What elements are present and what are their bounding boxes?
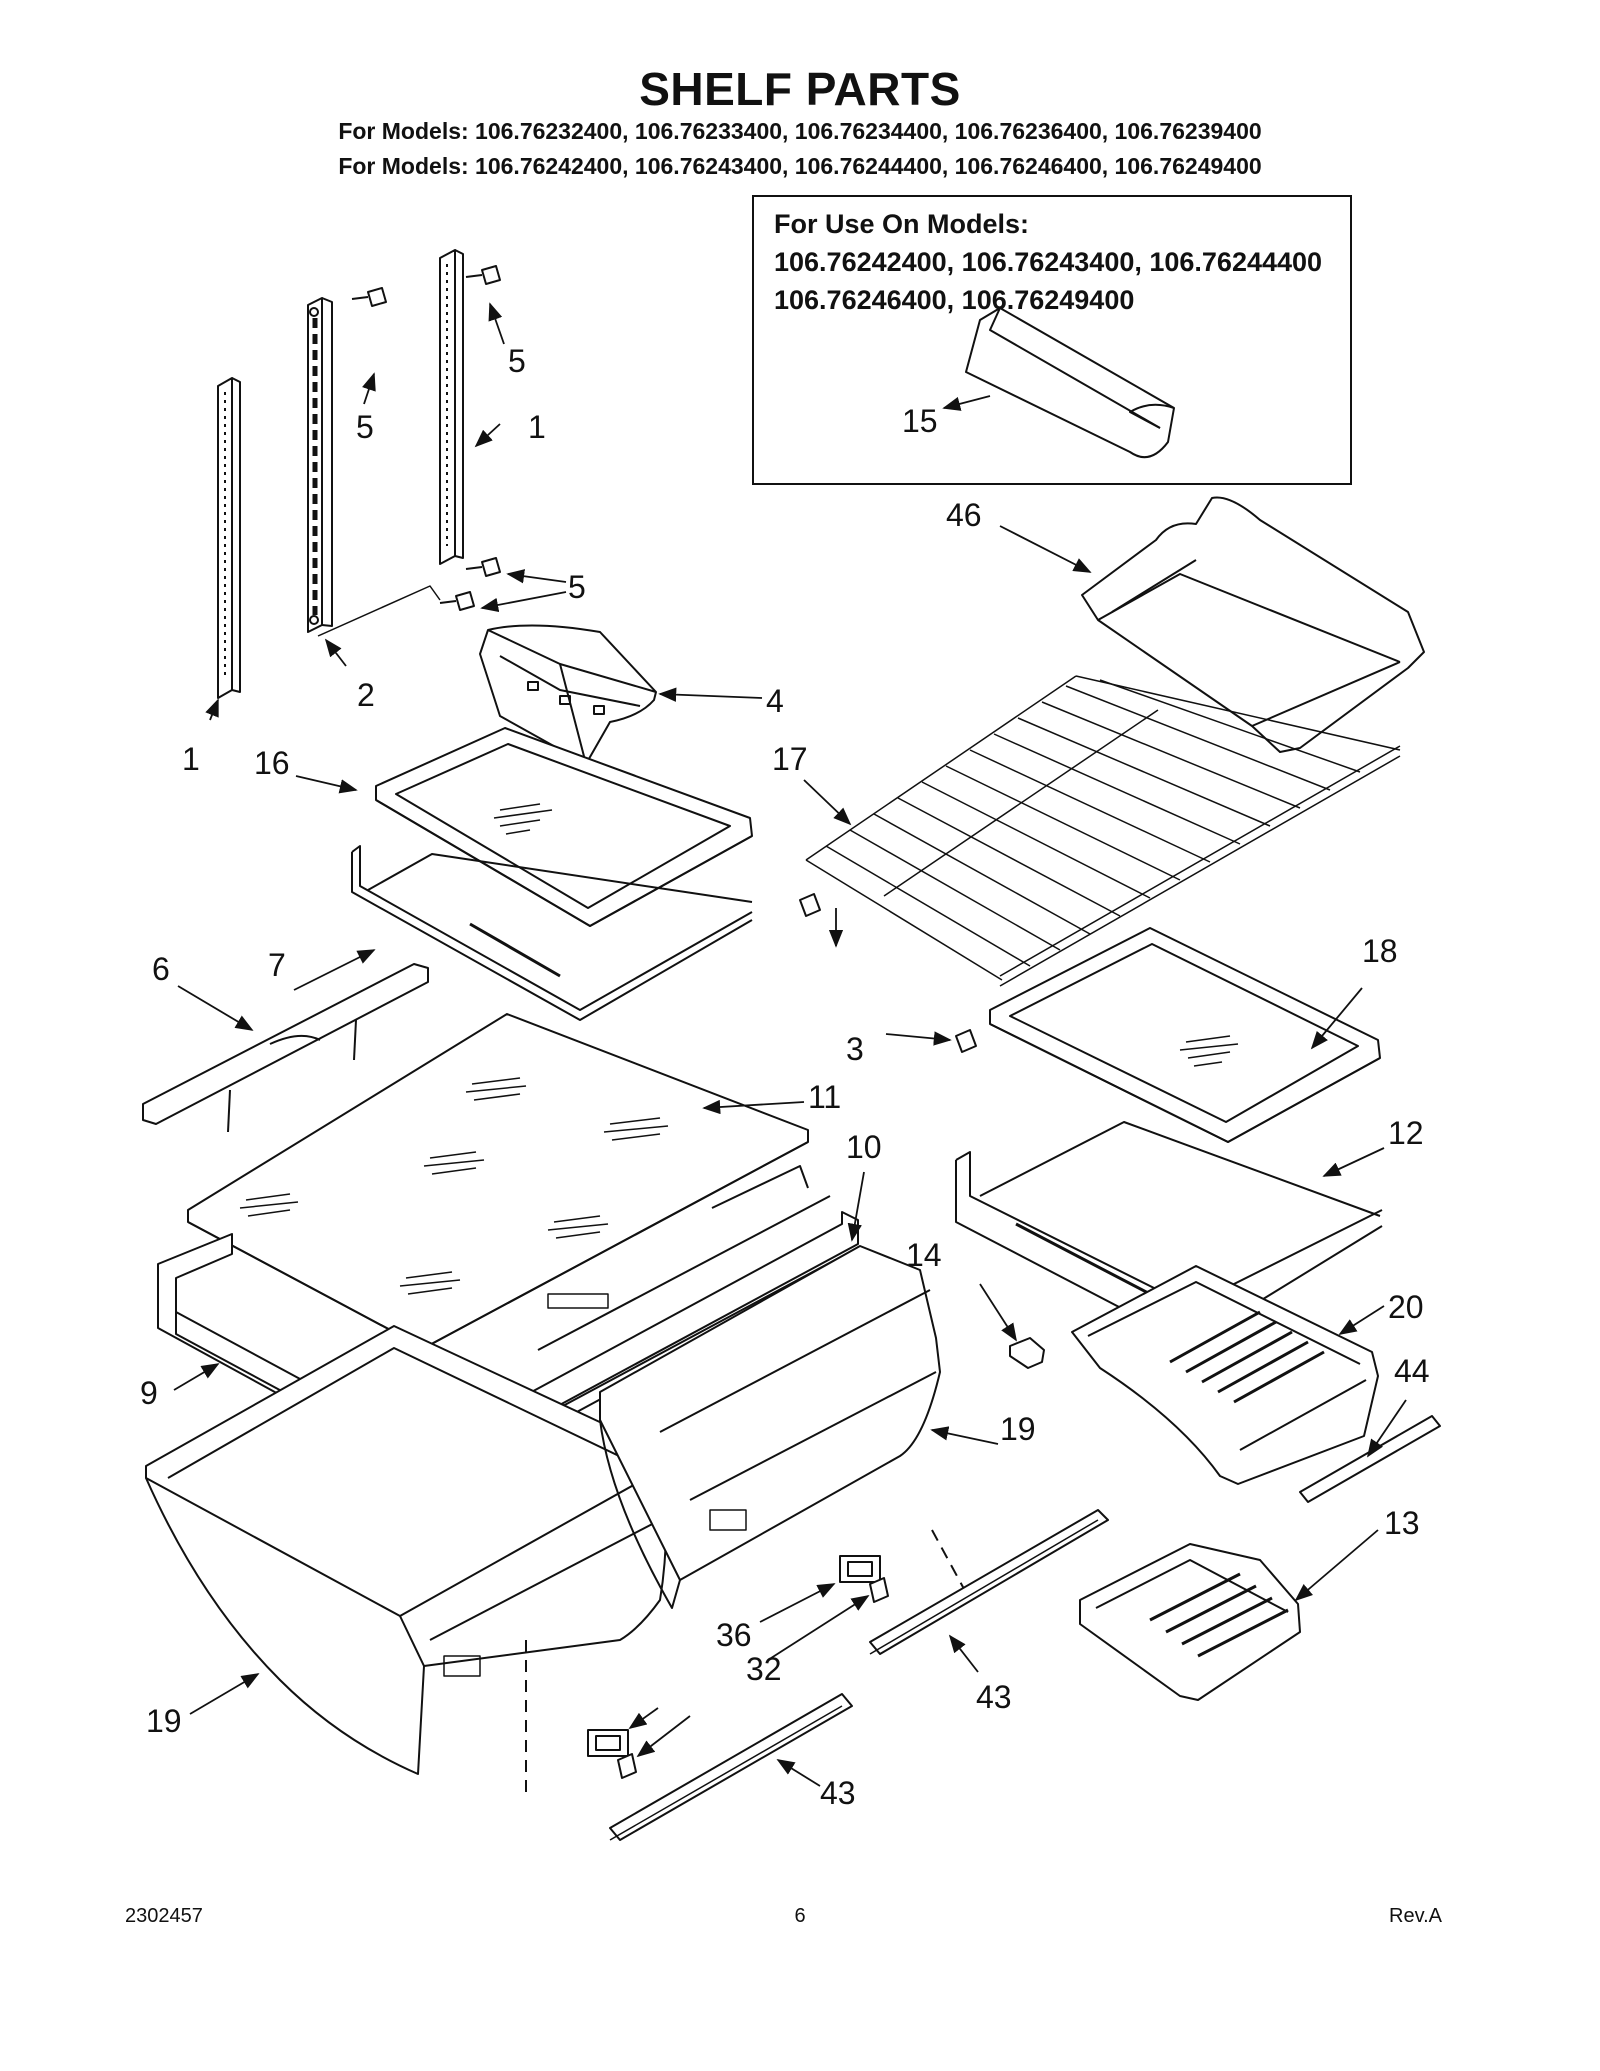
part-46-large-bin [1081,496,1425,753]
models-line-1: For Models: 106.76232400, 106.76233400, … [338,118,1262,144]
page-title: SHELF PARTS [639,63,961,115]
callout-16: 16 [254,745,290,781]
callout-19: 19 [1000,1411,1036,1447]
part-32-clip [869,1577,889,1603]
part-3-bushing [799,893,821,917]
part-7-shelf-frame [351,845,753,1021]
part-14-bracket [1009,1337,1045,1369]
callout-5: 5 [508,343,526,379]
callout-46: 46 [946,497,982,533]
part-5-screw [439,591,475,611]
callout-36: 36 [716,1617,752,1653]
callout-leaders [173,302,1407,1787]
inset-box: For Use On Models: 106.76242400, 106.762… [752,195,1352,485]
part-5-screw [351,287,387,307]
part-20-meat-pan [1071,1265,1379,1485]
callout-15: 15 [902,403,938,439]
callout-14: 14 [906,1237,942,1273]
callout-19: 19 [146,1703,182,1739]
part-3-bushing [955,1029,977,1053]
callout-17: 17 [772,741,808,777]
callout-44: 44 [1394,1353,1430,1389]
part-5-screw [465,557,501,577]
callout-1: 1 [528,409,546,445]
part-1-rail-right [439,249,464,565]
callout-3: 3 [846,1031,864,1067]
part-4-small-bin [479,624,657,765]
part-13-tray-insert [1079,1543,1301,1701]
inset-heading: For Use On Models: [774,209,1030,239]
callout-43: 43 [820,1775,856,1811]
revision-label: Rev.A [1389,1905,1442,1927]
part-2-slotted-rail [307,297,333,633]
part-16-glass-shelf [375,727,753,927]
part-43-trim-strip [869,1509,1109,1655]
inset-models-line-2: 106.76246400, 106.76249400 [774,285,1135,315]
part-5-screw [465,265,501,285]
callout-9: 9 [140,1375,158,1411]
part-18-small-glass-shelf [989,927,1381,1143]
callout-11: 11 [808,1079,841,1115]
callout-32: 32 [746,1651,782,1687]
callout-7: 7 [268,947,286,983]
part-15-rail [965,307,1175,459]
part-6-front-trim [142,963,429,1133]
inset-models-line-1: 106.76242400, 106.76243400, 106.76244400 [774,247,1323,277]
models-line-2: For Models: 106.76242400, 106.76243400, … [338,153,1262,179]
callout-43: 43 [976,1679,1012,1715]
callout-12: 12 [1388,1115,1424,1151]
callout-13: 13 [1384,1505,1420,1541]
callout-5: 5 [568,569,586,605]
part-36-clip [587,1729,629,1757]
part-36-clip [839,1555,881,1583]
callout-2: 2 [357,677,375,713]
callout-4: 4 [766,683,784,719]
callout-20: 20 [1388,1289,1424,1325]
part-1-rail-left [217,377,241,699]
callout-10: 10 [846,1129,882,1165]
callout-18: 18 [1362,933,1398,969]
part-44-strip [1299,1415,1441,1503]
callout-1: 1 [182,741,200,777]
callout-5: 5 [356,409,374,445]
part-12-shelf-frame [955,1121,1383,1345]
page-number: 6 [794,1905,806,1927]
part-17-wire-shelf [805,675,1401,987]
part-19-right-crisper-drawer [599,1245,971,1609]
callout-6: 6 [152,951,170,987]
doc-number: 2302457 [125,1905,203,1927]
part-43-trim-strip [609,1693,853,1841]
part-32-clip [617,1753,637,1779]
